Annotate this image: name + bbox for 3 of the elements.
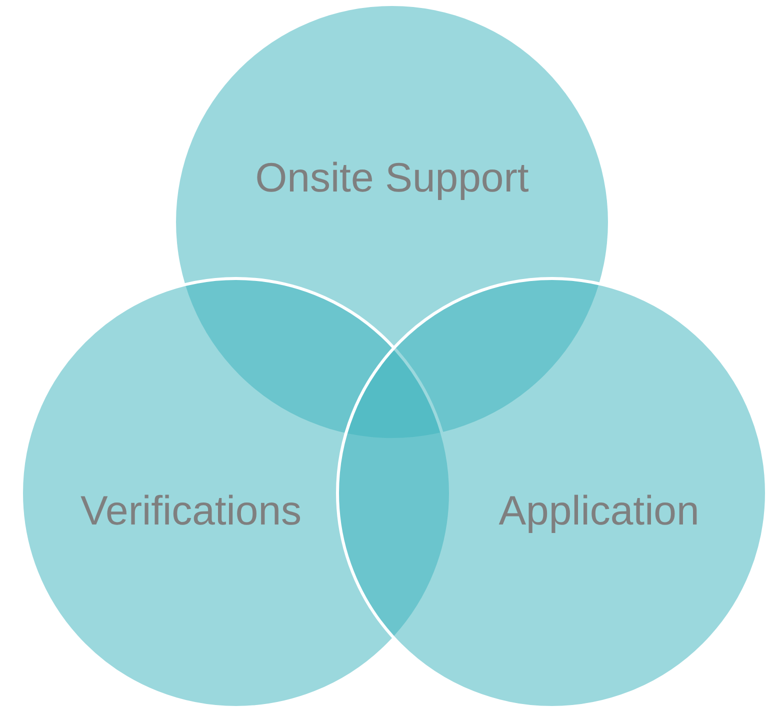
circle-label: Application	[498, 488, 700, 534]
circle-label: Verifications	[80, 488, 302, 534]
circle-label: Onsite Support	[255, 154, 529, 202]
